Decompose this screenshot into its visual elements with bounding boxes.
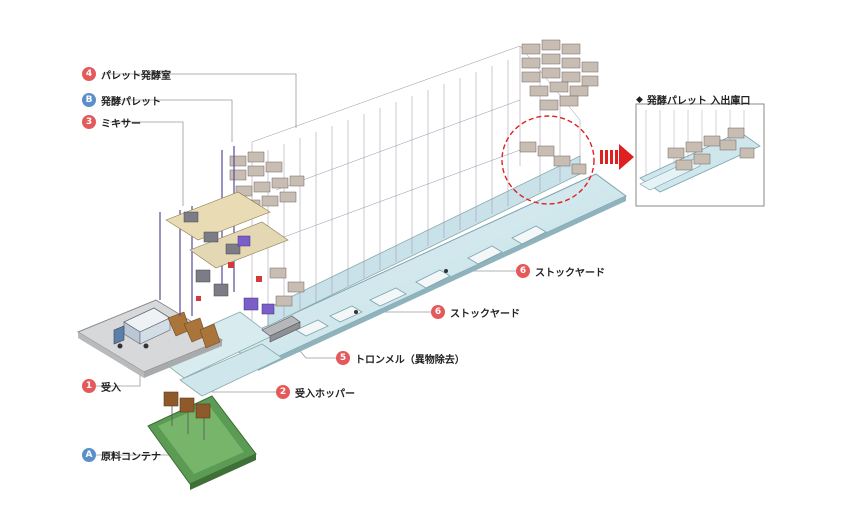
inset-view bbox=[635, 103, 765, 207]
label-text: トロンメル（異物除去） bbox=[355, 354, 465, 366]
label-text: 受入 bbox=[101, 382, 121, 394]
label-text: ストックヤード bbox=[450, 308, 520, 320]
inset-title: ◆ 発酵パレット 入出庫口 bbox=[636, 92, 751, 108]
badge-4: 4 bbox=[82, 67, 96, 81]
badge-6: 6 bbox=[516, 264, 530, 278]
pointer-arrow bbox=[600, 144, 634, 170]
label-fermentation-chamber: 4 パレット発酵室 bbox=[82, 66, 171, 82]
badge-5: 5 bbox=[336, 351, 350, 365]
label-text: パレット発酵室 bbox=[101, 70, 171, 82]
receiving-hoppers bbox=[167, 311, 221, 349]
label-text: ストックヤード bbox=[535, 267, 605, 279]
badge-3: 3 bbox=[82, 115, 96, 129]
label-text: ミキサー bbox=[101, 118, 141, 130]
stock-yard-lanes bbox=[295, 225, 547, 337]
label-trommel: 5 トロンメル（異物除去） bbox=[336, 350, 465, 366]
fermentation-chamber bbox=[251, 45, 581, 327]
inset-title-text: 発酵パレット 入出庫口 bbox=[646, 96, 751, 107]
label-fermentation-pallet: B 発酵パレット bbox=[82, 92, 161, 108]
label-receiving: 1 受入 bbox=[82, 378, 121, 394]
label-mixer: 3 ミキサー bbox=[82, 114, 141, 130]
label-text: 発酵パレット bbox=[101, 96, 161, 108]
badge-1: 1 bbox=[82, 379, 96, 393]
mixer bbox=[159, 146, 289, 316]
badge-6: 6 bbox=[431, 305, 445, 319]
label-text: 原料コンテナ bbox=[101, 451, 161, 463]
label-text: 受入ホッパー bbox=[295, 388, 355, 400]
label-stock-yard-lower: 6 ストックヤード bbox=[431, 304, 520, 320]
raw-material-container bbox=[147, 391, 257, 490]
badge-2: 2 bbox=[276, 385, 290, 399]
stock-yard-dots bbox=[354, 269, 448, 314]
pallet-stack-top bbox=[521, 39, 599, 111]
truck bbox=[113, 307, 171, 349]
badge-a: A bbox=[82, 448, 96, 462]
trommel bbox=[261, 315, 301, 343]
label-raw-container: A 原料コンテナ bbox=[82, 447, 161, 463]
label-receiving-hopper: 2 受入ホッパー bbox=[276, 384, 355, 400]
diamond-icon: ◆ bbox=[636, 94, 643, 105]
highlight-circle bbox=[501, 115, 595, 205]
badge-b: B bbox=[82, 93, 96, 107]
label-stock-yard-upper: 6 ストックヤード bbox=[516, 263, 605, 279]
